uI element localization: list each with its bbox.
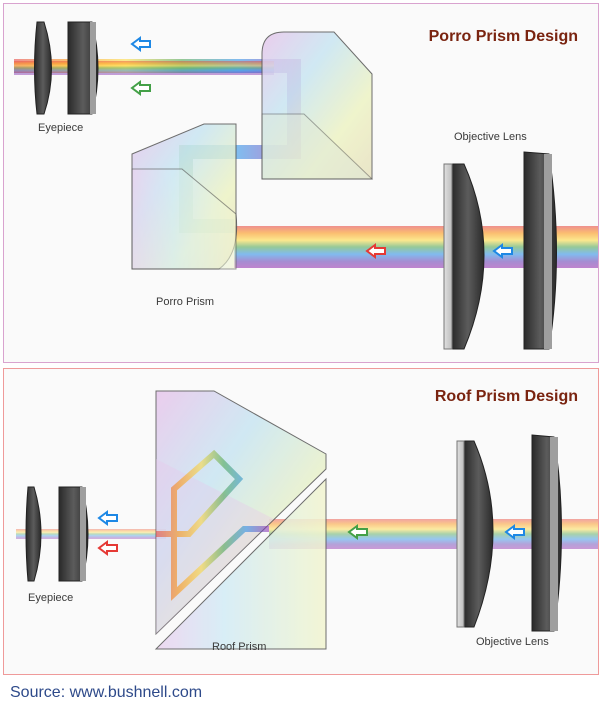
source-credit: Source: www.bushnell.com xyxy=(10,684,203,701)
porro-diagram xyxy=(14,21,598,350)
objective-lens-rim xyxy=(550,437,558,631)
porro-prism-label: Porro Prism xyxy=(156,296,215,308)
porro-eyepiece-label: Eyepiece xyxy=(38,122,84,134)
roof-prism-label: Roof Prism xyxy=(212,641,267,653)
eyepiece-lens-rim xyxy=(80,487,86,581)
roof-objective-label: Objective Lens xyxy=(476,636,549,648)
objective-lens-edge xyxy=(456,440,465,628)
roof-eyepiece-label: Eyepiece xyxy=(28,592,74,604)
roof-diagram xyxy=(16,390,598,650)
direction-arrow-icon xyxy=(130,36,151,52)
objective-lens-edge xyxy=(443,163,453,350)
roof-prism-face xyxy=(156,459,274,634)
direction-arrow-icon xyxy=(97,510,118,526)
eyepiece-lens-1 xyxy=(25,486,42,582)
direction-arrow-icon xyxy=(504,524,525,540)
objective-lens-front xyxy=(451,163,485,350)
eyepiece-lens-1 xyxy=(34,21,52,115)
direction-arrow-icon xyxy=(347,524,368,540)
porro-title: Porro Prism Design xyxy=(428,28,578,45)
objective-lens-front xyxy=(463,440,494,628)
eyepiece-lens-rim xyxy=(90,22,96,114)
porro-prism-lower-face xyxy=(131,168,237,270)
internal-reflection-path xyxy=(156,449,269,601)
direction-arrow-icon xyxy=(365,243,386,259)
porro-objective-label: Objective Lens xyxy=(454,131,527,143)
roof-title: Roof Prism Design xyxy=(434,388,578,405)
porro-prism-panel: Porro Prism Design Eyepiece Objective Le… xyxy=(3,3,599,363)
objective-lens-rim xyxy=(544,154,552,349)
roof-prism-panel: Roof Prism Design Eyepiece Roof Prism Ob… xyxy=(3,368,599,675)
direction-arrow-icon xyxy=(492,243,513,259)
roof-prism-lower xyxy=(154,477,327,650)
porro-prism-upper-face xyxy=(261,113,374,180)
direction-arrow-icon xyxy=(130,80,151,96)
exit-light-beam xyxy=(14,61,274,75)
exit-light-beam xyxy=(16,529,166,539)
direction-arrow-icon xyxy=(97,540,118,556)
